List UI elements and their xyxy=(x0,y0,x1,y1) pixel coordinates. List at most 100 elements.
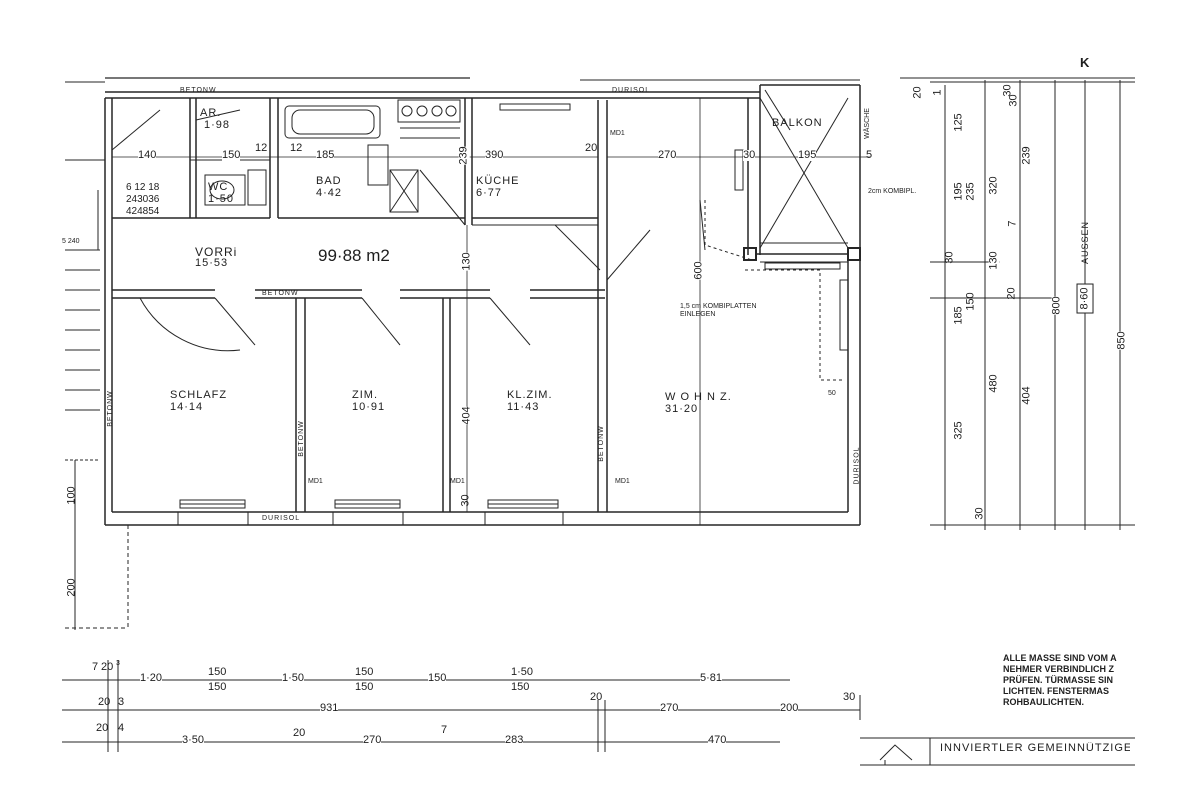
wc-cell: 48 xyxy=(137,206,149,217)
dim-bottom-r1: 150 xyxy=(355,666,374,678)
dim-right: 235 xyxy=(964,182,977,201)
dim-right: 404 xyxy=(1020,386,1033,405)
md1-label-zim: MD1 xyxy=(308,478,323,485)
note-line: ROHBAULICHTEN. xyxy=(1003,697,1084,707)
dim-right: 20 xyxy=(1005,287,1018,300)
dim-195: 195 xyxy=(798,149,817,161)
dim-5: 5 xyxy=(866,149,873,161)
dim-270: 270 xyxy=(658,149,677,161)
room-wohnz-name: W O H N Z. xyxy=(665,391,732,403)
room-klzim-area: 11·43 xyxy=(507,401,540,413)
dim-bottom-r1: 7 xyxy=(92,661,99,673)
md1-label-klzim: MD1 xyxy=(450,478,465,485)
wc-cell: 6 xyxy=(126,182,132,193)
dim-30: 30 xyxy=(743,149,756,161)
dim-right: 125 xyxy=(952,113,965,132)
dim-right: 20 xyxy=(911,86,924,99)
room-kueche-area: 6·77 xyxy=(476,187,503,199)
betonw-label-zim: BETONW xyxy=(297,420,305,457)
dim-right: 150 xyxy=(964,292,977,311)
kombiplatten-label-1: 1,5 cm KOMBIPLATTEN xyxy=(680,303,757,310)
dim-140: 140 xyxy=(138,149,157,161)
wc-cell: 42 xyxy=(126,206,138,217)
aussen-value: 8·60 xyxy=(1076,283,1094,314)
dim-right: 30 xyxy=(943,251,956,264)
dim-bottom-r2: 20 xyxy=(98,696,111,708)
dim-bottom-r1: 150 xyxy=(428,672,447,684)
dim-bottom-r2: 931 xyxy=(320,702,339,714)
room-zim-name: ZIM. xyxy=(352,389,378,401)
general-notes: ALLE MASSE SIND VOM A NEHMER VERBINDLICH… xyxy=(1003,653,1133,708)
room-ar-name: AR. xyxy=(200,107,222,119)
dim-600: 600 xyxy=(692,261,705,280)
dim-bottom-r1b: 150 xyxy=(208,681,227,693)
room-vorr-area: 15·53 xyxy=(195,257,229,269)
dim-bottom-r3: 4 xyxy=(118,722,125,734)
dim-bottom-r1b: 150 xyxy=(511,681,530,693)
betonw-label-klzim: BETONW xyxy=(597,425,605,462)
betonw-label-left: BETONW xyxy=(106,390,114,427)
dim-bottom-r3: 270 xyxy=(363,734,382,746)
dim-404: 404 xyxy=(460,406,473,425)
room-vorr-name: VORRi xyxy=(195,245,238,259)
note-line: LICHTEN. FENSTERMAS xyxy=(1003,686,1110,696)
dim-bottom-r2: 3 xyxy=(118,696,125,708)
dim-50: 50 xyxy=(828,390,836,397)
dim-bottom-r3: 7 xyxy=(441,724,448,736)
dim-bottom-r3: 20 xyxy=(96,722,109,734)
kombipl-label: 2cm KOMBIPL. xyxy=(868,188,917,195)
total-area: 99·88 m2 xyxy=(318,246,390,265)
dim-right: 195 xyxy=(952,182,965,201)
dim-12b: 12 xyxy=(290,142,303,154)
dim-bottom-r1: 20 xyxy=(101,661,114,673)
dim-185: 185 xyxy=(316,149,335,161)
md1-label-kitchen: MD1 xyxy=(610,130,625,137)
dim-right: 800 xyxy=(1050,296,1063,315)
dim-bottom-r3: 283 xyxy=(505,734,524,746)
dim-20: 20 xyxy=(585,142,598,154)
corner-mark: K xyxy=(1080,55,1090,70)
wc-cell: 12 xyxy=(134,182,146,193)
room-schlafz-name: SCHLAFZ xyxy=(170,389,228,401)
dim-right: 130 xyxy=(987,251,1000,270)
dim-bottom-r1: 1·20 xyxy=(140,672,163,684)
dim-30b: 30 xyxy=(459,494,472,507)
dim-239: 239 xyxy=(457,146,470,165)
dim-right: 850 xyxy=(1115,331,1128,350)
room-bad-name: BAD xyxy=(316,175,342,187)
dim-bottom-r1: 1·50 xyxy=(511,666,534,678)
dim-bottom-r3: 20 xyxy=(293,727,306,739)
dim-left-240: 5 240 xyxy=(62,238,80,245)
wasche-label: WÄSCHE xyxy=(863,108,871,139)
room-bad-area: 4·42 xyxy=(316,187,343,199)
dim-bottom-r2: 30 xyxy=(843,691,856,703)
durisol-label-bottom: DURISOL xyxy=(262,515,301,522)
room-balkon-name: BALKON xyxy=(772,117,823,129)
room-wc-name: WC xyxy=(208,181,229,193)
dim-bottom-r2: 200 xyxy=(780,702,799,714)
dim-bottom-r2: 20 xyxy=(590,691,603,703)
dim-left-100: 100 xyxy=(65,486,78,505)
dim-right: 239 xyxy=(1020,146,1033,165)
dim-390: 390 xyxy=(485,149,504,161)
dim-right: 480 xyxy=(987,374,1000,393)
dim-right: 30 xyxy=(1007,94,1020,107)
wc-cell: 30 xyxy=(137,194,149,205)
title-block-company: INNVIERTLER GEMEINNÜTZIGE xyxy=(940,742,1130,754)
betonw-label-top: BETONW xyxy=(180,87,217,94)
dim-left-200: 200 xyxy=(65,578,78,597)
room-kueche-name: KÜCHE xyxy=(476,175,520,187)
wc-cell: 18 xyxy=(148,182,160,193)
dim-bottom-r1: 150 xyxy=(208,666,227,678)
dim-bottom-r1b: 150 xyxy=(355,681,374,693)
note-line: NEHMER VERBINDLICH Z xyxy=(1003,664,1115,674)
wc-cell: 36 xyxy=(148,194,160,205)
dim-bottom-r3: 3·50 xyxy=(182,734,205,746)
durisol-label-right: DURISOL xyxy=(853,446,861,485)
dim-right: 320 xyxy=(987,176,1000,195)
note-line: PRÜFEN. TÜRMASSE SIN xyxy=(1003,675,1114,685)
dim-bottom-r1: 1·50 xyxy=(282,672,305,684)
wc-table-row: 243036 xyxy=(126,194,159,206)
dim-right: 325 xyxy=(952,421,965,440)
